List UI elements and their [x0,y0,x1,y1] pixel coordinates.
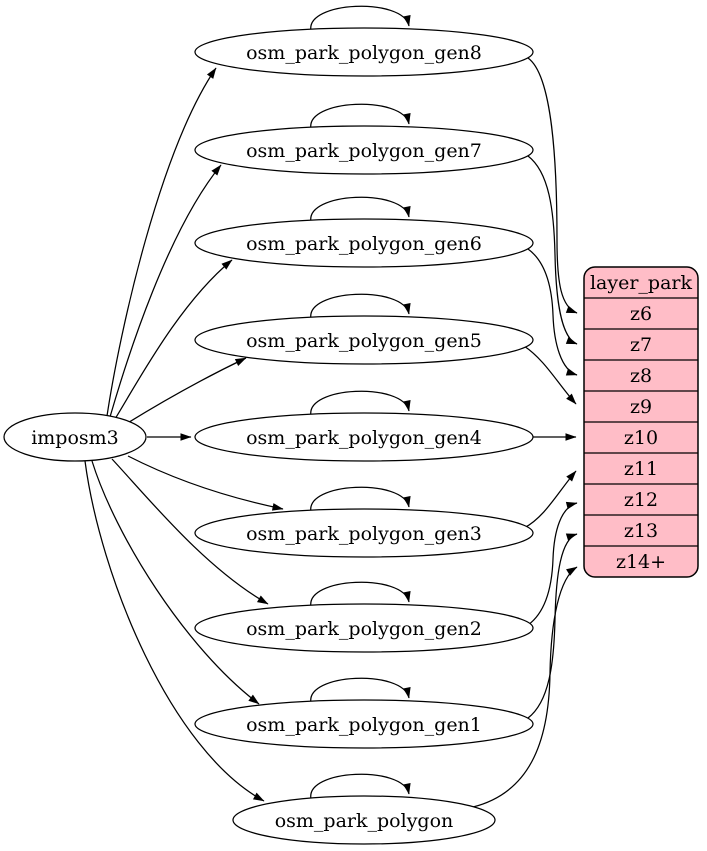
layer-park-row-z9: z9 [630,396,652,418]
gen4-label: osm_park_polygon_gen4 [246,427,482,449]
node-osm-park-polygon-gen5: osm_park_polygon_gen5 [194,315,534,365]
edge-imposm3-to-gen1 [91,460,260,705]
layer-park-row-z13: z13 [624,520,658,542]
node-osm-park-polygon-gen2: osm_park_polygon_gen2 [194,603,534,653]
node-osm-park-polygon-gen4: osm_park_polygon_gen4 [194,412,534,462]
gen5-ellipse [194,315,534,365]
imposm3-label: imposm3 [31,427,119,449]
self-loop-gen6 [310,196,411,223]
gen3-ellipse [194,508,534,558]
gen2-label: osm_park_polygon_gen2 [246,618,482,640]
node-osm-park-polygon: osm_park_polygon [232,795,496,845]
gen3-label: osm_park_polygon_gen3 [246,523,482,545]
edge-gen7-to-z7 [527,155,578,345]
edge-imposm3-to-gen5 [125,357,247,425]
layer-park-row-z10: z10 [624,427,658,449]
gen4-ellipse [194,412,534,462]
edge-imposm3-to-osm-park-polygon [84,460,265,802]
self-loop-gen3 [310,486,411,513]
self-loop-gen5 [310,293,411,320]
gen2-ellipse [194,603,534,653]
edge-layer [84,5,578,808]
edge-imposm3-to-gen8 [106,67,217,417]
edge-gen5-to-z9 [523,345,577,405]
gen7-label: osm_park_polygon_gen7 [246,140,482,162]
layer-park-row-z6: z6 [630,303,652,325]
edge-imposm3-to-gen3 [127,455,284,511]
node-osm-park-polygon-gen8: osm_park_polygon_gen8 [194,27,534,77]
gen6-ellipse [194,218,534,268]
node-osm-park-polygon-gen7: osm_park_polygon_gen7 [194,125,534,175]
layer-park-row-z14plus: z14+ [616,551,666,573]
layer-park-row-z7: z7 [630,334,652,356]
edge-gen1-to-z13 [527,533,578,719]
gen8-ellipse [194,27,534,77]
node-osm-park-polygon-gen3: osm_park_polygon_gen3 [194,508,534,558]
gen1-ellipse [194,699,534,749]
gen1-label: osm_park_polygon_gen1 [246,714,482,736]
edge-gen6-to-z8 [527,248,578,376]
self-loop-gen1 [310,677,411,704]
edge-imposm3-to-gen6 [114,259,233,420]
self-loop-gen8 [310,5,411,32]
edge-imposm3-to-gen7 [109,164,222,418]
self-loop-gen4 [310,390,411,417]
osm-park-polygon-label: osm_park_polygon [275,810,454,832]
edge-gen8-to-z6 [527,57,578,314]
edge-osm-park-polygon-to-z14 [472,566,578,808]
layer-park-table: layer_park z6 z7 z8 z9 z10 z11 z12 z13 z… [583,266,699,578]
edge-gen3-to-z11 [523,470,577,529]
self-loop-gen7 [310,103,411,130]
gen8-label: osm_park_polygon_gen8 [246,42,482,64]
osm-park-polygon-ellipse [232,795,496,845]
gen5-label: osm_park_polygon_gen5 [246,330,482,352]
layer-park-row-z11: z11 [624,458,658,480]
self-loop-gen2 [310,581,411,608]
layer-park-row-z12: z12 [624,489,658,511]
layer-park-row-z8: z8 [630,365,652,387]
node-osm-park-polygon-gen1: osm_park_polygon_gen1 [194,699,534,749]
layer-park-header: layer_park [590,272,693,294]
self-loop-osm-park-polygon [310,773,411,800]
node-layer: imposm3 osm_park_polygon_gen8 osm_park_p… [3,27,534,845]
imposm3-ellipse [3,412,147,462]
node-imposm3: imposm3 [3,412,147,462]
gen6-label: osm_park_polygon_gen6 [246,233,482,255]
gen7-ellipse [194,125,534,175]
edge-gen2-to-z12 [527,501,578,626]
node-osm-park-polygon-gen6: osm_park_polygon_gen6 [194,218,534,268]
edge-imposm3-to-gen2 [111,458,269,605]
